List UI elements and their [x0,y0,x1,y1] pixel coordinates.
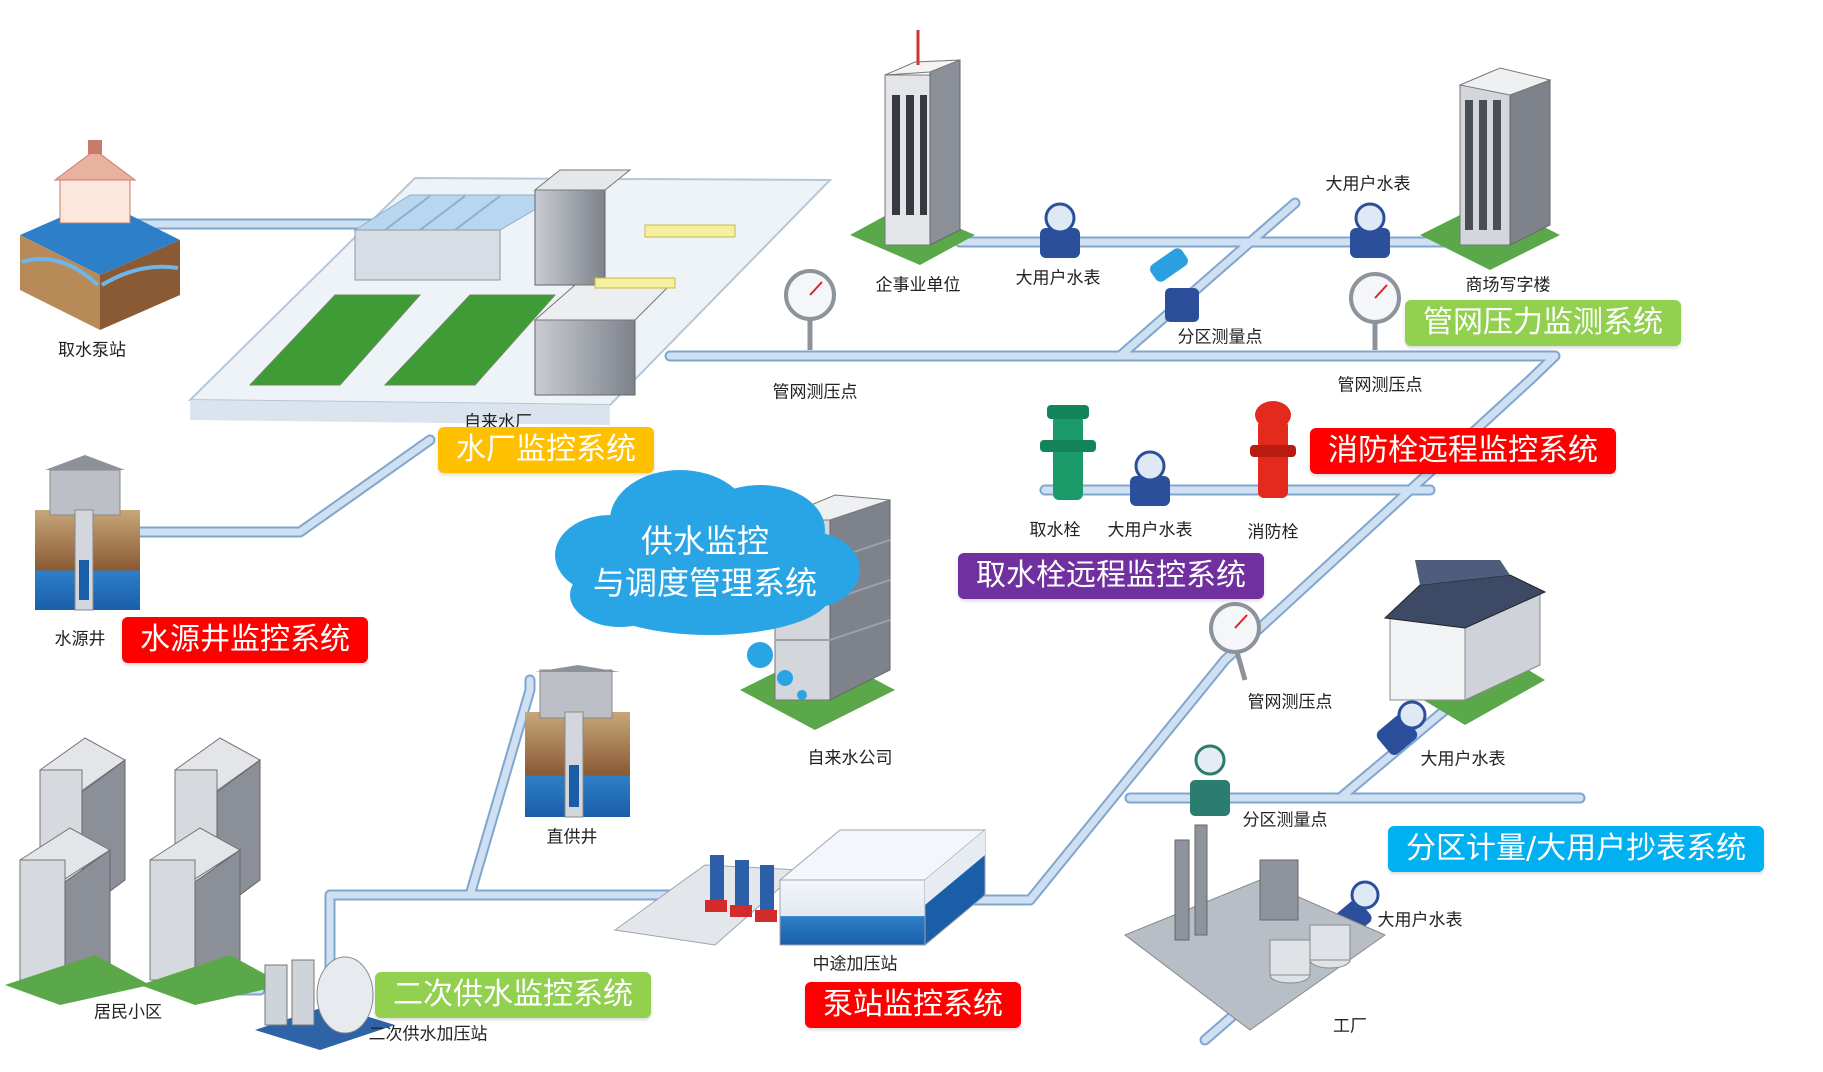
commercial-building-illustration [1420,67,1560,270]
label-source-well: 水源井 [54,629,106,650]
badge-zone-metering: 分区计量/大用户抄表系统 [1388,826,1765,872]
dispatch-title-line2: 与调度管理系统 [592,564,817,602]
label-commercial-building: 商场写字楼 [1465,275,1551,296]
zone-flowmeter-top [1150,248,1199,322]
water-meter-right [1376,700,1427,755]
badge-secondary-supply: 二次供水监控系统 [375,972,651,1018]
badge-well-monitor: 水源井监控系统 [122,617,368,663]
badge-fire-hydrant-remote: 消防栓远程监控系统 [1310,428,1616,474]
fire-hydrant [1250,401,1296,498]
label-factory: 工厂 [1333,1016,1367,1037]
label-large-meter-top: 大用户水表 [1015,268,1101,289]
pressure-gauge-1 [784,269,836,350]
residential-mansion-illustration [1383,560,1547,725]
label-water-company: 自来水公司 [807,748,893,769]
badge-pump-station: 泵站监控系统 [805,982,1021,1028]
pressure-gauge-3 [1209,602,1261,681]
intake-hydrant [1040,405,1096,500]
label-direct-well: 直供井 [546,827,598,848]
label-large-meter-mid: 大用户水表 [1107,520,1193,541]
label-zone-point-bottom: 分区测量点 [1242,810,1328,831]
label-large-meter-right: 大用户水表 [1420,749,1506,770]
badge-intake-hydrant-remote: 取水栓远程监控系统 [958,553,1264,599]
label-fire-hydrant: 消防栓 [1247,522,1299,543]
label-large-meter-top-right: 大用户水表 [1325,174,1411,195]
factory-illustration [1123,824,1387,1031]
label-pressure-point-3: 管网测压点 [1247,692,1333,713]
label-pressure-point-2: 管网测压点 [1337,375,1423,396]
pressure-gauge-2 [1349,272,1401,350]
label-residential: 居民小区 [94,1002,162,1023]
intake-pump-station-illustration [20,140,180,330]
residential-buildings-illustration [5,737,285,1005]
enterprise-tower-illustration [850,30,975,265]
label-secondary-booster: 二次供水加压站 [368,1024,488,1045]
dispatch-cloud-shape [555,470,860,700]
dispatch-title-line1: 供水监控 [640,522,769,560]
label-large-meter-factory: 大用户水表 [1377,910,1463,931]
label-midway-booster: 中途加压站 [812,954,898,975]
secondary-booster-illustration [255,956,395,1050]
midway-booster-illustration [613,828,987,947]
label-intake-hydrant: 取水栓 [1029,520,1081,541]
water-meter-mid [1130,450,1170,506]
water-meter-top [1040,202,1080,258]
zone-flowmeter-bottom [1190,744,1230,816]
label-zone-point-top: 分区测量点 [1177,327,1263,348]
label-intake-pump-station: 取水泵站 [58,340,126,361]
source-well-illustration [35,455,140,611]
badge-waterworks-monitor: 水厂监控系统 [438,427,654,473]
direct-well-illustration [525,665,630,818]
dispatch-system-title: 供水监控 与调度管理系统 [560,520,850,604]
water-meter-top-right [1350,202,1390,258]
label-pressure-point-1: 管网测压点 [772,382,858,403]
badge-pressure-monitor: 管网压力监测系统 [1405,300,1681,346]
label-enterprise: 企事业单位 [875,275,961,296]
waterworks-illustration [187,169,833,425]
